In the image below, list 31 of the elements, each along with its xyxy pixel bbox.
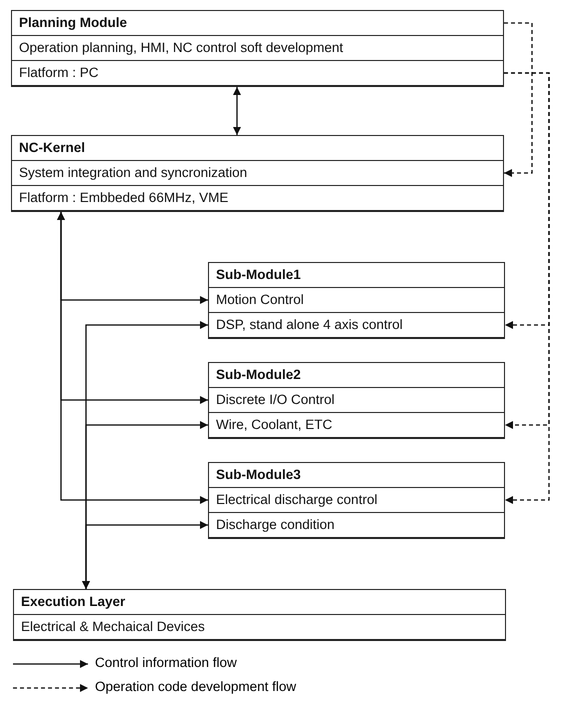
module-title: Sub-Module1 (216, 267, 301, 283)
arrow (57, 212, 208, 504)
module-title: NC-Kernel (19, 140, 86, 156)
legend-text: Operation code development flow (95, 679, 296, 694)
module-row (13, 614, 506, 640)
module-title: Sub-Module2 (216, 367, 301, 383)
module-box (208, 262, 505, 339)
module-description: DSP, stand alone 4 axis control (216, 317, 403, 333)
arrow (82, 521, 208, 589)
module-box (11, 135, 504, 212)
dashed-arrow (504, 72, 550, 504)
arrow (233, 87, 241, 135)
module-description: Wire, Coolant, ETC (216, 417, 332, 433)
module-description: Flatform : Embbeded 66MHz, VME (19, 190, 228, 206)
module-description: Operation planning, HMI, NC control soft development (19, 40, 344, 56)
module-description: System integration and syncronization (19, 165, 248, 181)
module-box (11, 10, 504, 87)
module-box (13, 589, 506, 641)
legend-text: Control information flow (95, 655, 237, 670)
module-title: Planning Module (19, 15, 127, 31)
module-description: Electrical discharge control (216, 492, 378, 508)
module-title: Execution Layer (21, 594, 126, 610)
module-description: Flatform : PC (19, 65, 99, 81)
module-box (208, 362, 505, 439)
module-description: Discrete I/O Control (216, 392, 335, 408)
module-description: Motion Control (216, 292, 304, 308)
module-title: Sub-Module3 (216, 467, 301, 483)
module-box (208, 462, 505, 539)
module-description: Electrical & Mechaical Devices (21, 619, 205, 635)
dashed-arrow (504, 22, 533, 177)
module-description: Discharge condition (216, 517, 335, 533)
